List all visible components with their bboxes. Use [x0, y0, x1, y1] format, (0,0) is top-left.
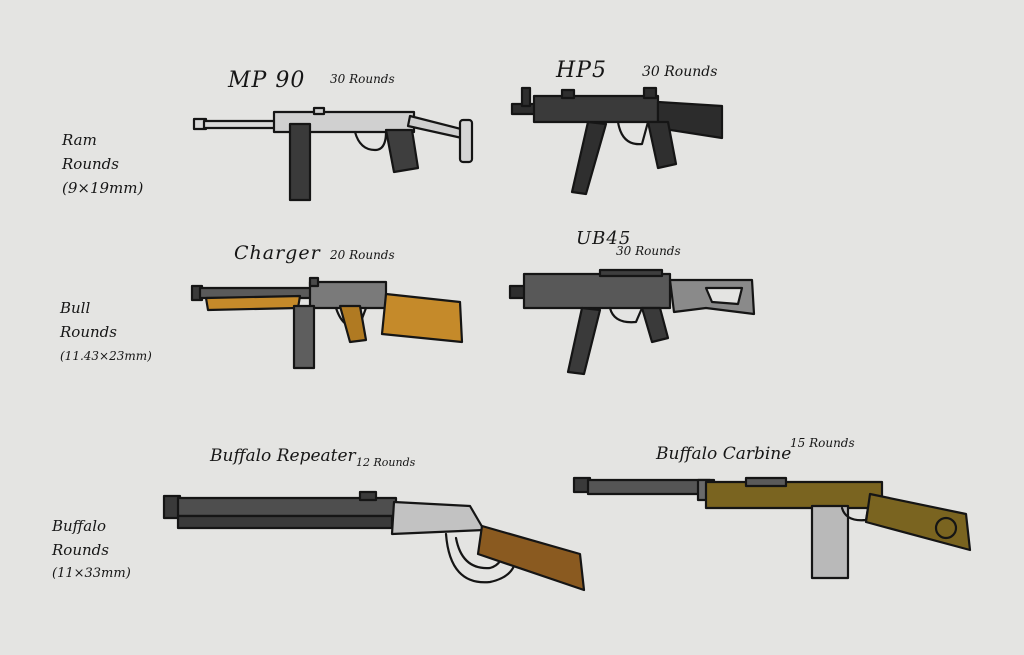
weapon-mp90-rounds: 30 Rounds [330, 72, 395, 86]
weapon-carbine-name: Buffalo Carbine [656, 444, 792, 464]
category-bull: Bull Rounds (11.43×23mm) [60, 296, 152, 368]
weapon-ub45-name: UB45 [576, 228, 632, 249]
weapon-repeater-name: Buffalo Repeater [210, 446, 356, 466]
weapon-charger-name: Charger [234, 242, 321, 264]
category-buffalo-caliber: (11×33mm) [52, 566, 131, 581]
category-bull-name: Bull [60, 299, 91, 317]
weapon-ub45-rounds: 30 Rounds [616, 244, 681, 258]
weapon-repeater-rounds: 12 Rounds [356, 456, 416, 469]
category-bull-caliber: (11.43×23mm) [60, 349, 152, 363]
mp90-drawing [192, 106, 474, 202]
weapon-charger-rounds: 20 Rounds [330, 248, 395, 262]
category-buffalo-name: Buffalo [52, 517, 107, 535]
category-ram-caliber: (9×19mm) [62, 179, 144, 197]
weapon-hp5-name: HP5 [556, 58, 607, 83]
category-buffalo-type: Rounds [52, 541, 109, 559]
charger-drawing [190, 276, 464, 370]
ub45-drawing [508, 268, 756, 376]
category-bull-type: Rounds [60, 323, 117, 341]
carbine-drawing [572, 476, 972, 580]
category-buffalo: Buffalo Rounds (11×33mm) [52, 514, 131, 586]
weapon-hp5-rounds: 30 Rounds [642, 64, 718, 80]
category-ram-type: Rounds [62, 155, 119, 173]
weapon-mp90-name: MP 90 [228, 68, 306, 93]
category-ram-name: Ram [62, 131, 97, 149]
category-ram: Ram Rounds (9×19mm) [62, 128, 143, 200]
hp5-drawing [510, 86, 724, 196]
repeater-drawing [162, 490, 586, 592]
weapon-carbine-rounds: 15 Rounds [790, 436, 855, 450]
